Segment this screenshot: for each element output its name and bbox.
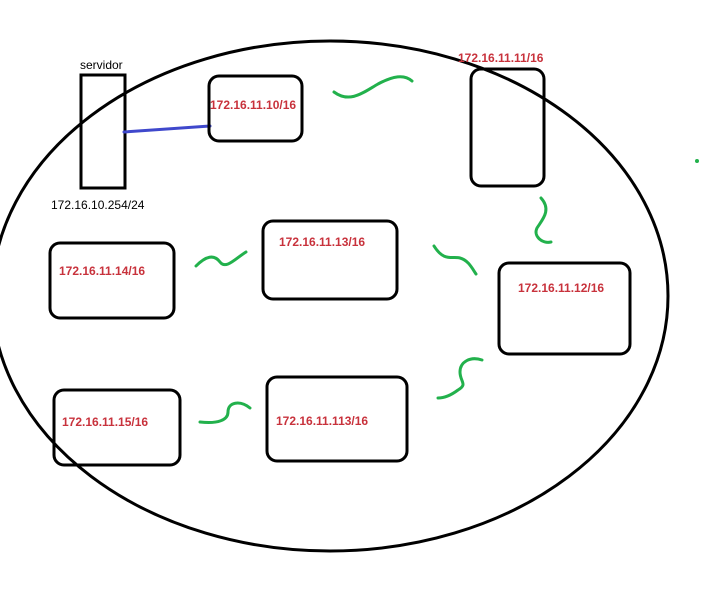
network-boundary <box>0 39 670 553</box>
wireless-link-n11-n12 <box>534 196 553 244</box>
server-box <box>79 73 127 190</box>
stray-dot <box>695 159 699 163</box>
wireless-link-n14-n13 <box>194 250 248 268</box>
wireless-link-n12-n113 <box>436 357 484 400</box>
server-ip-label: 172.16.10.254/24 <box>51 198 145 212</box>
wired-link-server-n10 <box>122 124 212 134</box>
node-label-n15: 172.16.11.15/16 <box>62 415 149 429</box>
node-label-n12: 172.16.11.12/16 <box>518 281 605 295</box>
node-box-n14 <box>48 241 176 320</box>
node-box-n13 <box>261 219 399 301</box>
node-label-n11: 172.16.11.11/16 <box>458 51 544 65</box>
node-box-n113 <box>265 375 409 463</box>
node-label-n10: 172.16.11.10/16 <box>210 98 297 112</box>
server-name-label: servidor <box>80 58 123 72</box>
wireless-link-n13-n12 <box>432 244 478 276</box>
wireless-link-n10-n11 <box>332 75 414 99</box>
node-label-n13: 172.16.11.13/16 <box>279 235 366 249</box>
node-box-n10 <box>207 74 304 143</box>
node-label-n113: 172.16.11.113/16 <box>276 414 369 428</box>
wireless-link-n113-n15 <box>198 401 252 424</box>
node-box-n15 <box>52 388 182 467</box>
node-box-n11 <box>469 67 546 188</box>
node-label-n14: 172.16.11.14/16 <box>59 264 146 278</box>
node-box-n12 <box>497 261 632 356</box>
